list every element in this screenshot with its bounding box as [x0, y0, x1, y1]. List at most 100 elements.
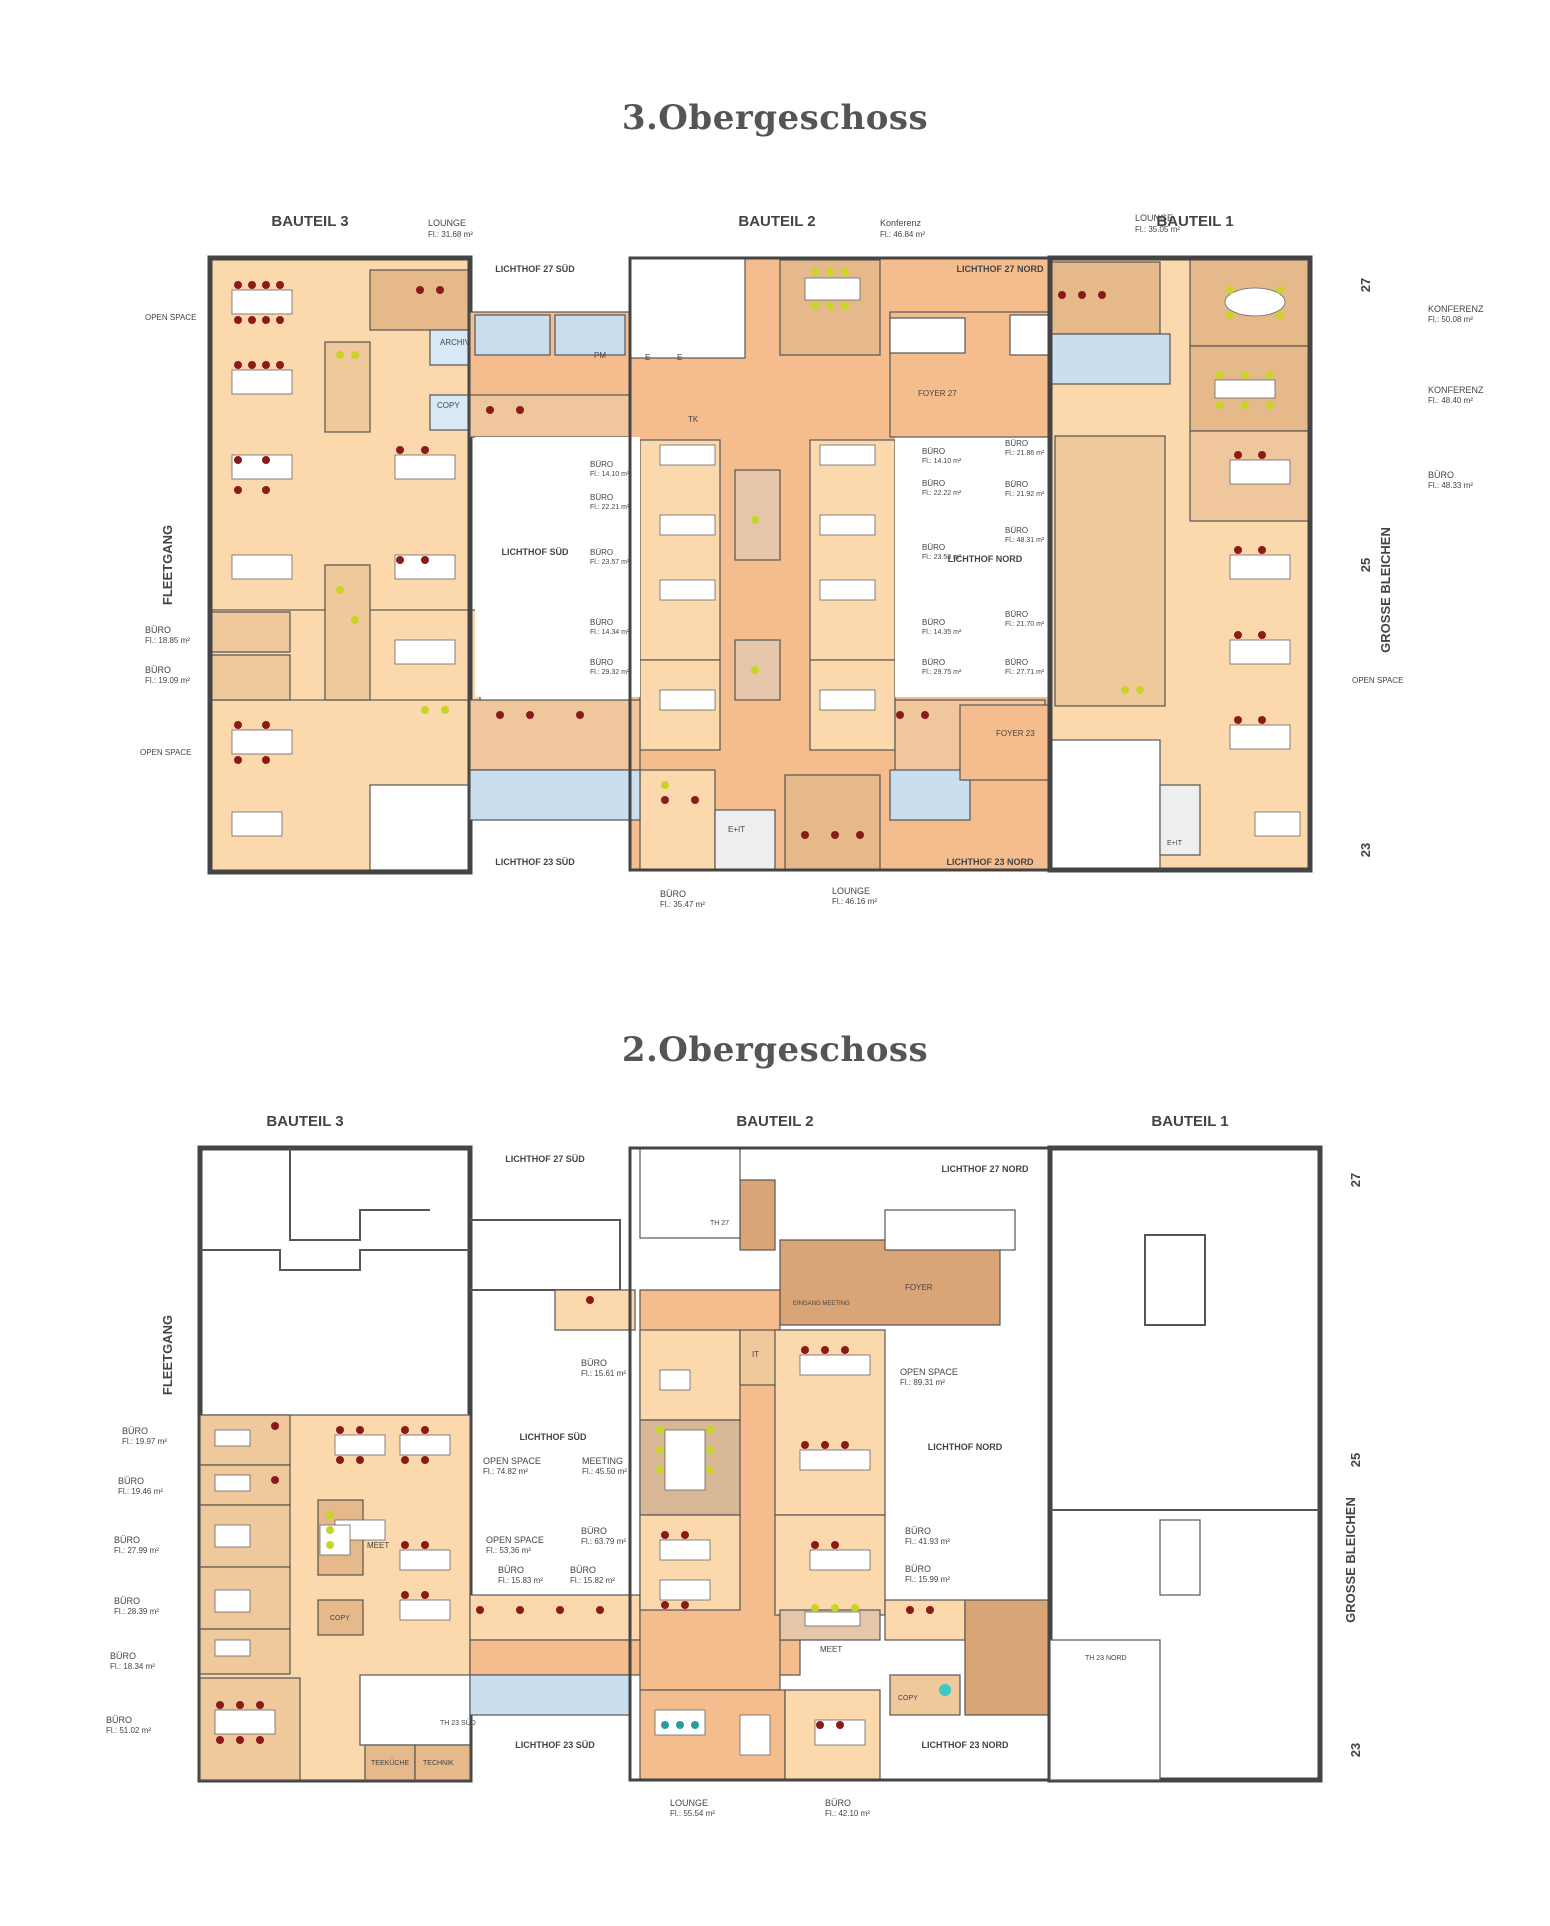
- th-27-label: TH 27: [710, 1220, 729, 1227]
- foyer-label: FOYER: [905, 1283, 933, 1292]
- buero-area: Fl.: 23.57 m²: [590, 559, 630, 566]
- buero-area: Fl.: 51.02 m²: [106, 1726, 151, 1735]
- inner-walls: [470, 1219, 621, 1291]
- section-bauteil-2: BAUTEIL 2: [736, 1113, 813, 1130]
- buero-name: BÜRO: [922, 479, 945, 488]
- buero-name: BÜRO: [581, 1526, 607, 1536]
- buero-19-area: Fl.: 19.09 m²: [145, 676, 190, 685]
- copy-label: COPY: [437, 401, 460, 410]
- section-bauteil-2: BAUTEIL 2: [738, 213, 815, 230]
- lounge-b1-room: [1049, 261, 1161, 335]
- fleetgang-label: FLEETGANG: [160, 1315, 175, 1395]
- e-label: E: [645, 353, 650, 362]
- meet-label: MEET: [820, 1645, 842, 1654]
- buero-name: BÜRO: [1005, 439, 1028, 448]
- pm-label: PM: [594, 351, 606, 360]
- konferenz-2-area: Fl.: 48.40 m²: [1428, 396, 1473, 405]
- floor-title-2og: 2.Obergeschoss: [621, 1030, 929, 1070]
- stair-north: [629, 257, 746, 359]
- meet-room: [324, 341, 371, 433]
- lounge-room: [369, 269, 471, 331]
- lichthof-sued-area: [475, 437, 640, 697]
- buero-18-area: Fl.: 18.85 m²: [145, 636, 190, 645]
- buero-area: Fl.: 29.32 m²: [590, 669, 630, 676]
- buero-area: Fl.: 27.71 m²: [1005, 669, 1045, 676]
- buero-area: Fl.: 14.10 m²: [922, 458, 962, 465]
- copy-room: [317, 1599, 364, 1636]
- e-label: E: [677, 353, 682, 362]
- lichthof-nord-area: [895, 437, 1060, 697]
- axis-25: 25: [1348, 1453, 1363, 1467]
- axis-23: 23: [1348, 1743, 1363, 1757]
- foyer-23-label: FOYER 23: [996, 729, 1035, 738]
- open-space-name: OPEN SPACE: [486, 1535, 544, 1545]
- lounge-b1-name: LOUNGE: [1135, 213, 1173, 223]
- buero-19-name: BÜRO: [145, 665, 171, 675]
- foyer-south: [964, 1599, 1051, 1716]
- meet-room: [324, 564, 371, 701]
- buero-name: BÜRO: [922, 447, 945, 456]
- wc-south: [469, 769, 641, 821]
- buero-column-east: [809, 439, 896, 661]
- buero-18-name: BÜRO: [145, 625, 171, 635]
- e-it-room: [714, 809, 776, 871]
- buero-area: Fl.: 48.31 m²: [1005, 537, 1045, 544]
- lichthof-nord: LICHTHOF NORD: [948, 554, 1023, 564]
- buero-area: Fl.: 21.86 m²: [1005, 450, 1045, 457]
- inner-core: [1144, 1234, 1206, 1326]
- buero-area: Fl.: 21.70 m²: [1005, 621, 1045, 628]
- copy-label: COPY: [330, 1615, 350, 1622]
- konferenz-2-name: KONFERENZ: [1428, 385, 1484, 395]
- chairs-green-2og: [326, 1426, 951, 1729]
- buero-area: Fl.: 14.34 m²: [590, 629, 630, 636]
- open-space-label: OPEN SPACE: [140, 748, 191, 757]
- eingang-label: EINGANG MEETING: [793, 1301, 850, 1307]
- lichthof-sued: LICHTHOF SÜD: [520, 1432, 587, 1442]
- lichthof-23-sued: LICHTHOF 23 SÜD: [515, 1740, 595, 1750]
- wc-south: [469, 1674, 631, 1716]
- archiv-label: ARCHIV: [440, 338, 471, 347]
- teekueche-label: TEEKÜCHE: [371, 1759, 409, 1767]
- buero-area: Fl.: 15.61 m²: [581, 1369, 626, 1378]
- lounge-area: Fl.: 55.54 m²: [670, 1809, 715, 1818]
- open-space-label: OPEN SPACE: [1352, 676, 1403, 685]
- buero-area: Fl.: 42.10 m²: [825, 1809, 870, 1818]
- buero-name: BÜRO: [570, 1565, 596, 1575]
- axis-27: 27: [1348, 1173, 1363, 1187]
- buero-name: BÜRO: [590, 548, 613, 557]
- buero-name: BÜRO: [825, 1798, 851, 1808]
- stair-room: [369, 784, 471, 871]
- buero-48-name: BÜRO: [1428, 470, 1454, 480]
- axis-27: 27: [1358, 278, 1373, 292]
- buero-name: BÜRO: [905, 1564, 931, 1574]
- konferenz-name: Konferenz: [880, 218, 922, 228]
- tk-label: TK: [688, 415, 699, 424]
- axis-25: 25: [1358, 558, 1373, 572]
- lichthof-27-nord: LICHTHOF 27 NORD: [956, 264, 1044, 274]
- buero-area: Fl.: 41.93 m²: [905, 1537, 950, 1546]
- buero-area: Fl.: 28.39 m²: [114, 1607, 159, 1616]
- open-space-area: Fl.: 53.36 m²: [486, 1546, 531, 1555]
- meeting-name: MEETING: [582, 1456, 623, 1466]
- buero-name: BÜRO: [590, 618, 613, 627]
- buero-48-area: Fl.: 48.33 m²: [1428, 481, 1473, 490]
- grosse-bleichen-label: GROSSE BLEICHEN: [1378, 527, 1393, 653]
- buero-name: BÜRO: [905, 1526, 931, 1536]
- buero-area: Fl.: 18.34 m²: [110, 1662, 155, 1671]
- buero-column-west: [639, 439, 721, 661]
- buero-name: BÜRO: [1005, 658, 1028, 667]
- konferenz-area: Fl.: 46.84 m²: [880, 230, 925, 239]
- buero-name: BÜRO: [114, 1596, 140, 1606]
- lichthof-27-nord: LICHTHOF 27 NORD: [941, 1164, 1029, 1174]
- lichthof-nord: LICHTHOF NORD: [928, 1442, 1003, 1452]
- buero-area: Fl.: 19.97 m²: [122, 1437, 167, 1446]
- chairs-green-3og: [336, 268, 1284, 789]
- grosse-bleichen-label: GROSSE BLEICHEN: [1343, 1497, 1358, 1623]
- lift-box: [884, 1209, 1016, 1251]
- buero-name: BÜRO: [581, 1358, 607, 1368]
- buero-name: BÜRO: [118, 1476, 144, 1486]
- buero-room-small: [209, 611, 291, 653]
- buero-name: BÜRO: [1005, 526, 1028, 535]
- stair-b1: [1159, 1519, 1201, 1596]
